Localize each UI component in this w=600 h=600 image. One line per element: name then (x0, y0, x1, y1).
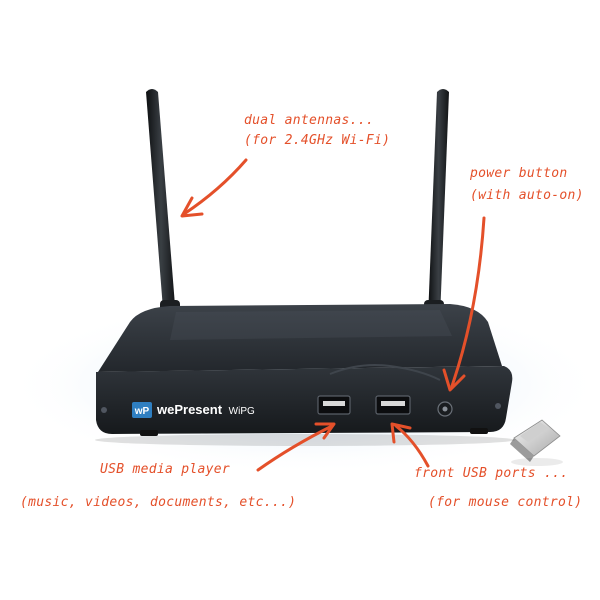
brand-model-text: WiPG (228, 406, 255, 417)
usb-media-arrow (256, 424, 334, 472)
right-antenna (424, 89, 449, 326)
logo-mark-text: wP (134, 406, 150, 417)
front-usb-arrowhead (390, 422, 412, 444)
front-usb-annotation-title: front USB ports ... (414, 466, 569, 481)
device-body (96, 304, 513, 436)
brand-name: wePresent WiPG (157, 402, 255, 417)
antenna-annotation: dual antennas... (for 2.4GHz Wi-Fi) (244, 113, 390, 149)
front-usb-annotation-sub: (for mouse control) (428, 495, 583, 510)
front-usb-arrow (394, 424, 430, 468)
usb-media-annotation: USB media player (96, 462, 230, 478)
power-arrow (450, 216, 486, 388)
usb-media-annotation-sub: (music, videos, documents, etc...) (20, 495, 297, 510)
left-antenna (146, 89, 180, 326)
power-arrowhead (442, 368, 466, 392)
usb-port-media (317, 395, 351, 415)
wepresent-logo-icon: wP (132, 402, 152, 418)
usb-dongle-icon (510, 419, 563, 466)
front-usb-annotation: front USB ports ... (414, 466, 568, 482)
power-button-icon (437, 401, 453, 417)
power-annotation: power button (with auto-on) (470, 166, 584, 204)
power-annotation-title: power button (470, 166, 568, 181)
antenna-arrow (182, 158, 248, 216)
antenna-annotation-title: dual antennas... (244, 113, 375, 128)
usb-media-annotation-title: USB media player (100, 462, 231, 477)
usb-media-arrowhead (314, 422, 336, 440)
antenna-annotation-sub: (for 2.4GHz Wi-Fi) (244, 133, 391, 148)
power-annotation-sub: (with auto-on) (470, 188, 584, 203)
usb-media-annotation-detail: (music, videos, documents, etc...) (20, 495, 296, 511)
antenna-arrowhead (180, 196, 204, 218)
front-usb-annotation-detail: (for mouse control) (428, 495, 582, 511)
usb-port-mouse (375, 395, 411, 415)
brand-name-text: wePresent (157, 402, 223, 417)
